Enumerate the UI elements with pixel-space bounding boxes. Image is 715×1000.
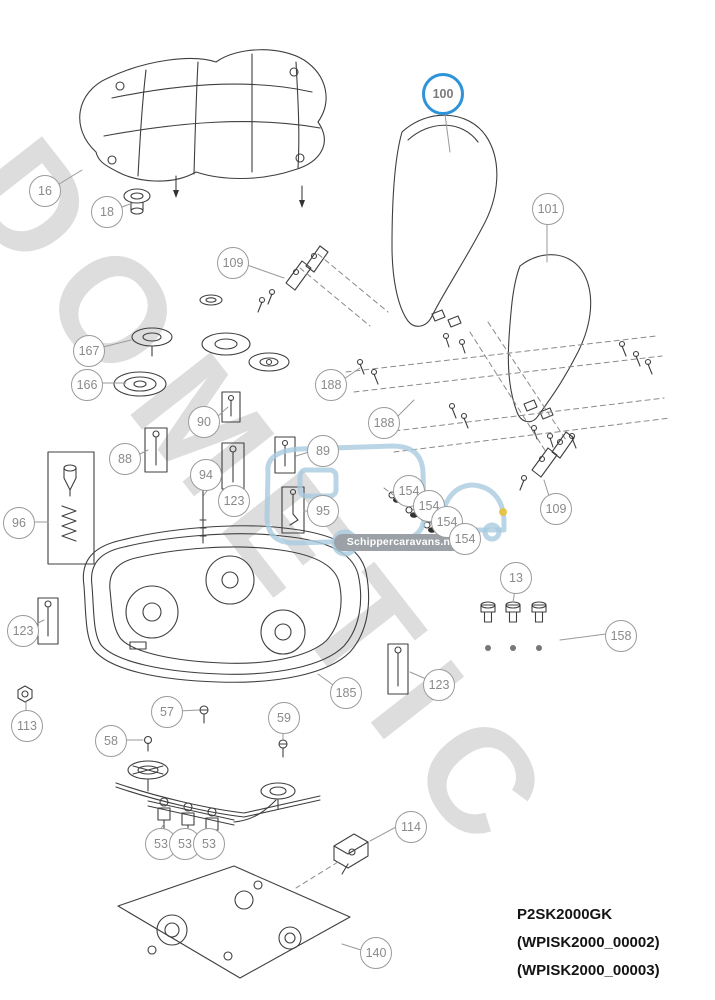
product-sub-code-2: (WPISK2000_00003) <box>517 962 660 979</box>
callout-53-c[interactable]: 53 <box>193 828 225 860</box>
boxed-part-95 <box>281 486 305 534</box>
callout-167[interactable]: 167 <box>73 335 105 367</box>
burner-cap <box>123 188 151 215</box>
callout-89[interactable]: 89 <box>307 435 339 467</box>
nozzles-13 <box>480 601 547 651</box>
glass-lid-100 <box>391 114 498 354</box>
callout-101[interactable]: 101 <box>532 193 564 225</box>
igniter-114 <box>295 833 369 889</box>
nut-113 <box>17 685 33 703</box>
callout-57[interactable]: 57 <box>151 696 183 728</box>
callout-188-a[interactable]: 188 <box>315 369 347 401</box>
boxed-part-123-right <box>387 643 409 695</box>
leader-lines <box>25 106 607 951</box>
callout-16[interactable]: 16 <box>29 175 61 207</box>
right-hinge-brackets <box>519 431 577 491</box>
valve-rail <box>115 760 321 843</box>
boxed-part-123-top <box>221 442 245 490</box>
screw-59 <box>278 739 288 758</box>
callout-53-a[interactable]: 53 <box>145 828 177 860</box>
screws <box>356 340 653 429</box>
burner-spreaders <box>113 327 290 397</box>
schippercaravans-banner: Schippercaravans.nl <box>334 534 466 551</box>
callout-123-left[interactable]: 123 <box>7 615 39 647</box>
callout-188-b[interactable]: 188 <box>368 407 400 439</box>
callout-100-highlighted[interactable]: 100 <box>422 73 464 115</box>
callout-154-d[interactable]: 154 <box>449 523 481 555</box>
boxed-part-96 <box>47 451 95 565</box>
callout-166[interactable]: 166 <box>71 369 103 401</box>
callout-95[interactable]: 95 <box>307 495 339 527</box>
screw-58 <box>143 735 153 752</box>
part-90-box <box>221 391 241 423</box>
product-sub-code-1: (WPISK2000_00002) <box>517 934 660 951</box>
boxed-part-88 <box>144 427 168 473</box>
callout-18[interactable]: 18 <box>91 196 123 228</box>
callout-123-right[interactable]: 123 <box>423 669 455 701</box>
callout-158[interactable]: 158 <box>605 620 637 652</box>
callout-58[interactable]: 58 <box>95 725 127 757</box>
hob-basin <box>82 525 370 683</box>
callout-114[interactable]: 114 <box>395 811 427 843</box>
boxed-part-123-left <box>37 597 59 645</box>
glass-lid-101 <box>507 254 592 448</box>
product-codes: P2SK2000GK (WPISK2000_00002) (WPISK2000_… <box>517 901 660 985</box>
burner-ring <box>199 294 223 306</box>
callout-94[interactable]: 94 <box>190 459 222 491</box>
pan-support-grid <box>79 49 327 208</box>
callout-13[interactable]: 13 <box>500 562 532 594</box>
product-code: P2SK2000GK <box>517 906 613 923</box>
callout-140[interactable]: 140 <box>360 937 392 969</box>
screw-57 <box>199 705 209 724</box>
callout-88[interactable]: 88 <box>109 443 141 475</box>
callout-109-top[interactable]: 109 <box>217 247 249 279</box>
callout-90[interactable]: 90 <box>188 406 220 438</box>
callout-59[interactable]: 59 <box>268 702 300 734</box>
bottom-plate <box>117 865 351 979</box>
top-hinge-brackets <box>257 245 389 327</box>
callout-123-mid[interactable]: 123 <box>218 485 250 517</box>
callout-96[interactable]: 96 <box>3 507 35 539</box>
callout-185[interactable]: 185 <box>330 677 362 709</box>
callout-113[interactable]: 113 <box>11 710 43 742</box>
callout-109-right[interactable]: 109 <box>540 493 572 525</box>
